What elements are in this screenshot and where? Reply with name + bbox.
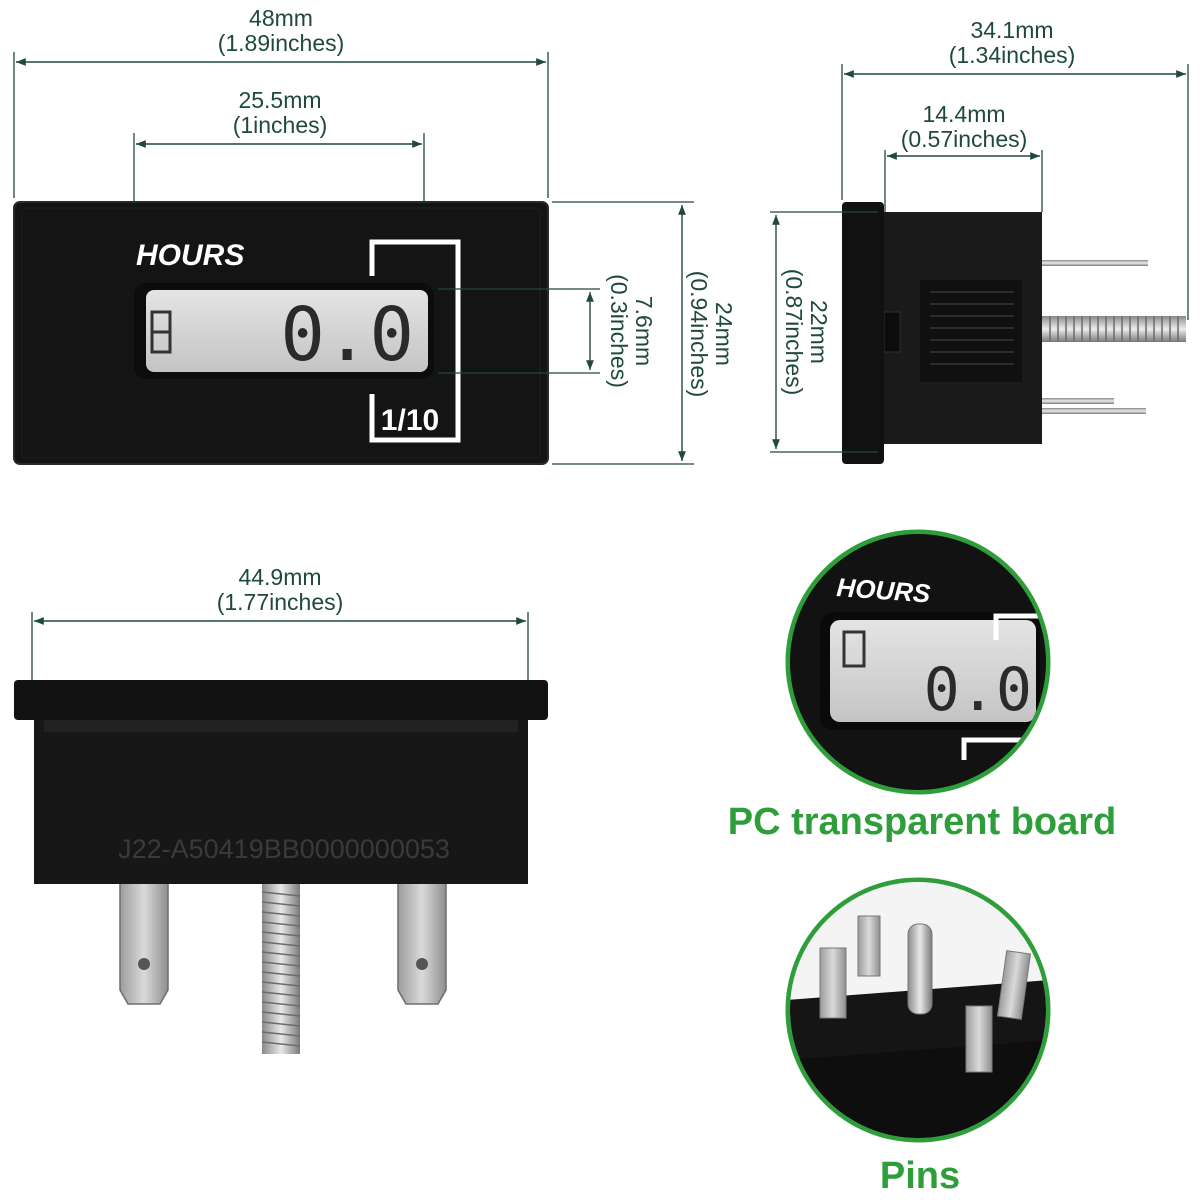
bottom-view: 44.9mm (1.77inches) J22-A50419BB00000000… bbox=[14, 564, 548, 1054]
side-pin-top bbox=[1040, 260, 1148, 266]
side-depth-mm: 34.1mm bbox=[970, 17, 1053, 43]
front-view: 48mm (1.89inches) 25.5mm (1inches) HOURS… bbox=[13, 5, 737, 465]
side-pin-bottom bbox=[1040, 398, 1114, 404]
body-height-mm: 22mm bbox=[806, 300, 832, 364]
bottom-tab-right bbox=[397, 869, 447, 1005]
window-height-mm: 7.6mm bbox=[631, 296, 657, 366]
pc-board-caption: PC transparent board bbox=[728, 801, 1117, 843]
resolution-label: 1/10 bbox=[381, 404, 439, 437]
front-height-mm: 24mm bbox=[711, 302, 737, 366]
body-depth-mm: 14.4mm bbox=[922, 101, 1005, 127]
front-height-in: (0.94inches) bbox=[686, 271, 712, 398]
body-depth-in: (0.57inches) bbox=[901, 126, 1028, 152]
closeup-bolt bbox=[907, 923, 933, 1015]
serial-number: J22-A50419BB0000000053 bbox=[118, 834, 450, 864]
closeup-pin-2 bbox=[857, 915, 881, 977]
front-width-mm: 48mm bbox=[249, 5, 313, 31]
pins-caption: Pins bbox=[880, 1155, 960, 1197]
body-height-in: (0.87inches) bbox=[781, 269, 807, 396]
closeup-pin-1 bbox=[819, 947, 847, 1019]
closeup-hours-label: HOURS bbox=[836, 572, 932, 609]
bottom-width-mm: 44.9mm bbox=[238, 564, 321, 590]
side-bolt bbox=[1040, 316, 1186, 342]
front-width-in: (1.89inches) bbox=[218, 30, 345, 56]
hours-label: HOURS bbox=[136, 239, 244, 272]
bottom-tab-left bbox=[119, 869, 169, 1005]
closeup-pin-3 bbox=[996, 950, 1032, 1020]
lcd-reading: 0.0 bbox=[280, 292, 414, 378]
closeup-pin-4 bbox=[965, 1005, 993, 1073]
window-width-in: (1inches) bbox=[233, 112, 328, 138]
side-depth-in: (1.34inches) bbox=[949, 42, 1076, 68]
window-width-mm: 25.5mm bbox=[238, 87, 321, 113]
window-height-in: (0.3inches) bbox=[606, 274, 632, 388]
closeup-lcd-reading: 0.0 bbox=[924, 655, 1032, 725]
bottom-flange bbox=[14, 680, 548, 720]
pc-board-closeup: HOURS 0.0 PC transparent board bbox=[728, 529, 1117, 843]
pins-closeup: Pins bbox=[785, 877, 1051, 1197]
side-flange bbox=[842, 202, 884, 464]
bottom-width-in: (1.77inches) bbox=[217, 589, 344, 615]
bottom-body bbox=[34, 716, 528, 884]
side-view: 34.1mm (1.34inches) 14.4mm (0.57inches) bbox=[770, 17, 1189, 464]
